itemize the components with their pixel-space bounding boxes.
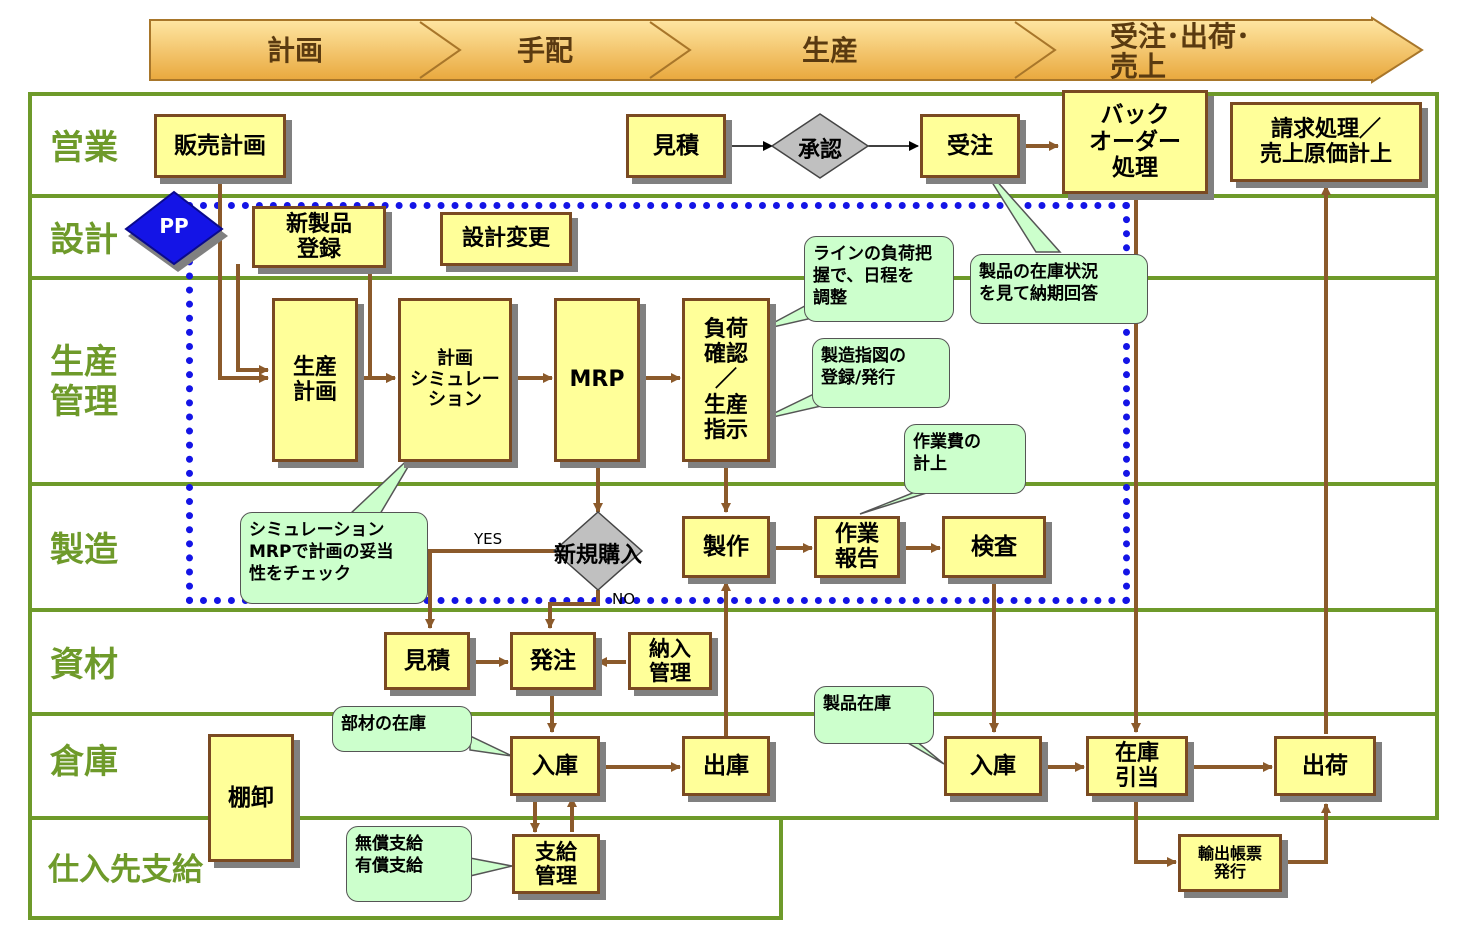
node-design-change[interactable]: 設計変更 [440, 212, 572, 266]
note-product-stock: 製品在庫 [814, 686, 934, 744]
phase-banner [149, 16, 1424, 84]
pp-badge-label: PP [159, 214, 189, 238]
phase-order-ship-sales: 受注･出荷･ 売上 [1110, 20, 1251, 83]
node-export-docs[interactable]: 輸出帳票 発行 [1178, 834, 1282, 892]
note-work-cost: 作業費の 計上 [904, 424, 1026, 494]
new-purchase-label: 新規購入 [553, 543, 642, 568]
note-stock-status: 製品の在庫状況 を見て納期回答 [970, 254, 1148, 324]
lane-label-design: 設計 [50, 220, 118, 260]
node-order-received[interactable]: 受注 [920, 114, 1020, 178]
node-stocktaking[interactable]: 棚卸 [208, 734, 294, 862]
note-parts-stock: 部材の在庫 [332, 706, 472, 752]
phase-divider-3 [1014, 21, 1057, 79]
node-new-product[interactable]: 新製品 登録 [252, 206, 386, 268]
node-load-check[interactable]: 負荷 確認 ／ 生産 指示 [682, 298, 770, 462]
pp-scope-boundary [186, 202, 1130, 604]
lane-label-manufacturing: 製造 [50, 530, 118, 570]
note-simulation-check: シミュレーション MRPで計画の妥当 性をチェック [240, 512, 428, 604]
lane-supplier [28, 816, 783, 920]
node-quotation-sales[interactable]: 見積 [626, 114, 726, 178]
node-inspection[interactable]: 検査 [942, 516, 1046, 578]
node-receiving-parts[interactable]: 入庫 [510, 736, 600, 796]
branch-label-yes: YES [474, 530, 503, 548]
node-back-order[interactable]: バック オーダー 処理 [1062, 90, 1208, 194]
note-supply-types: 無償支給 有償支給 [346, 826, 472, 902]
node-purchase-order[interactable]: 発注 [510, 632, 596, 690]
node-issuing[interactable]: 出庫 [682, 736, 770, 796]
node-sales-plan[interactable]: 販売計画 [154, 114, 286, 178]
phase-plan: 計画 [266, 34, 323, 67]
phase-divider-2 [649, 21, 692, 79]
phase-divider-1 [419, 21, 462, 79]
node-quotation-materials[interactable]: 見積 [384, 632, 470, 690]
node-shipping[interactable]: 出荷 [1274, 736, 1376, 796]
note-mfg-order: 製造指図の 登録/発行 [812, 338, 950, 408]
phase-banner-arrow [149, 16, 1424, 84]
approval-label: 承認 [797, 138, 842, 163]
lane-label-production-control: 生産 管理 [50, 342, 118, 422]
lane-label-warehouse: 倉庫 [50, 742, 118, 782]
node-supply-mgmt[interactable]: 支給 管理 [512, 834, 600, 894]
node-billing[interactable]: 請求処理／ 売上原価計上 [1230, 102, 1422, 182]
lane-materials [28, 608, 1439, 716]
node-work-report[interactable]: 作業 報告 [814, 516, 900, 578]
lane-label-sales: 営業 [50, 128, 118, 168]
lane-label-supplier: 仕入先支給 [48, 852, 203, 888]
node-fabrication[interactable]: 製作 [682, 516, 770, 578]
phase-arrange: 手配 [516, 34, 573, 67]
node-mrp[interactable]: MRP [554, 298, 640, 462]
lane-label-materials: 資材 [50, 645, 118, 685]
node-stock-allocation[interactable]: 在庫 引当 [1086, 736, 1188, 796]
node-receiving-products[interactable]: 入庫 [944, 736, 1042, 796]
node-delivery-mgmt[interactable]: 納入 管理 [628, 632, 712, 690]
branch-label-no: NO [612, 590, 636, 608]
node-production-plan[interactable]: 生産 計画 [272, 298, 358, 462]
node-plan-simulation[interactable]: 計画 シミュレー ション [398, 298, 512, 462]
note-line-load: ラインの負荷把 握で、日程を 調整 [804, 236, 954, 322]
phase-production: 生産 [801, 34, 858, 67]
